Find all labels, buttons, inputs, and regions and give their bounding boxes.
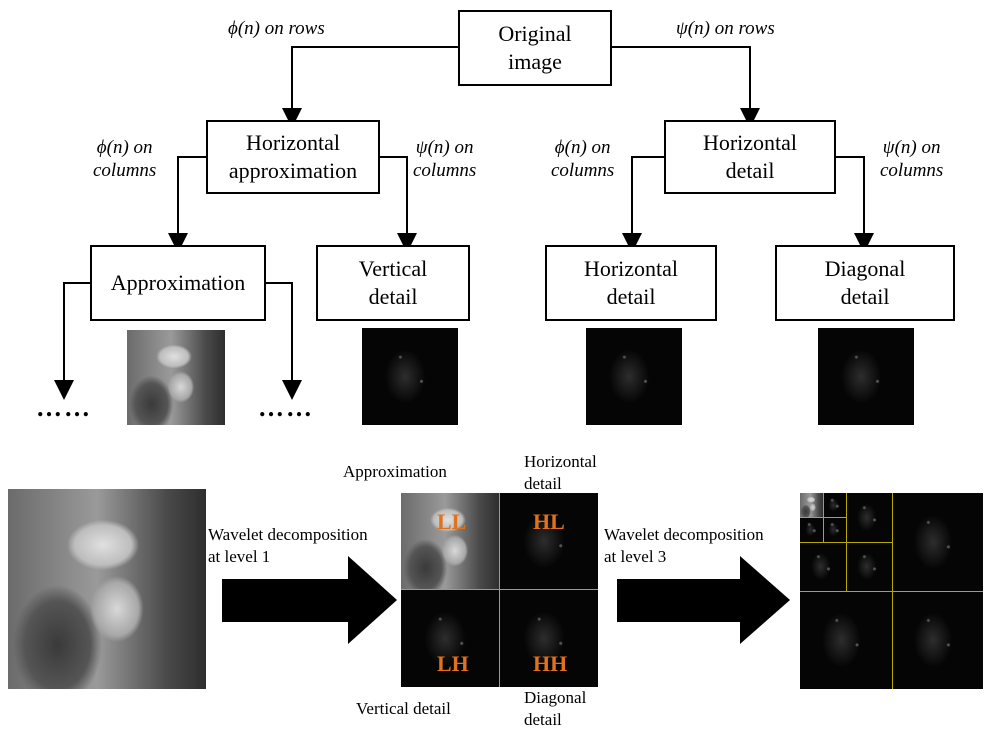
ll-quadrant	[401, 493, 499, 589]
psi-columns-left-label: ψ(n) on columns	[413, 137, 477, 181]
level1-decomposition: LL HL LH HH	[401, 493, 598, 687]
l3-lh1	[800, 591, 892, 689]
edge-approx-left	[54, 282, 90, 400]
phi-rows-label: ϕ(n) on rows	[228, 18, 325, 39]
l3-hl3	[823, 493, 846, 517]
horizontal-detail-leaf-label: Horizontal detail	[583, 256, 679, 309]
grid-line-horizontal	[401, 589, 598, 590]
approximation-box: Approximation	[90, 245, 266, 321]
hh-quadrant	[500, 590, 598, 687]
phi-columns-right-label: ϕ(n) on columns	[551, 137, 615, 181]
ellipsis-right: ……	[258, 393, 314, 422]
l3-grid-h3	[800, 517, 846, 518]
vertical-detail-caption: Vertical detail	[356, 699, 451, 718]
original-image-box: Original image	[458, 10, 612, 86]
horizontal-detail-label-top: Horizontal detail	[702, 130, 798, 183]
grid-line-vertical	[499, 493, 500, 687]
edge-happrox-right	[380, 156, 417, 253]
ll-label: LL	[437, 509, 467, 534]
hl-quadrant	[500, 493, 598, 589]
l3-grid-h2	[800, 542, 892, 543]
edge-approx-right	[266, 282, 302, 400]
approximation-thumbnail	[127, 330, 225, 425]
l3-hh3	[823, 517, 846, 542]
l3-lh2	[800, 542, 846, 591]
big-arrow-level1	[222, 556, 397, 644]
phi-columns-left-label: ϕ(n) on columns	[93, 137, 157, 181]
l3-ll3	[800, 493, 823, 517]
edge-happrox-left	[168, 156, 206, 253]
level3-decomposition	[800, 493, 983, 689]
horizontal-approximation-label: Horizontal approximation	[228, 130, 358, 183]
approximation-label: Approximation	[110, 270, 246, 295]
original-image-label: Original image	[498, 21, 572, 74]
edge-hdetail-right	[836, 156, 874, 253]
diagonal-detail-caption: Diagonal detail	[524, 688, 587, 729]
l3-lh3	[800, 517, 823, 542]
ellipsis-left: ……	[36, 393, 92, 422]
vertical-detail-label: Vertical detail	[358, 256, 428, 309]
l3-hh2	[846, 542, 892, 591]
edge-root-left	[282, 46, 458, 128]
diagonal-detail-label: Diagonal detail	[824, 256, 906, 309]
edge-root-right	[612, 46, 760, 128]
horizontal-detail-box-top: Horizontal detail	[664, 120, 836, 194]
hl-label: HL	[533, 509, 565, 534]
l3-hl1	[892, 493, 983, 591]
lh-quadrant	[401, 590, 499, 687]
edge-hdetail-left	[622, 156, 664, 253]
lh-label: LH	[437, 651, 469, 676]
l3-hh1	[892, 591, 983, 689]
l3-grid-h1	[800, 591, 983, 592]
diagonal-detail-box: Diagonal detail	[775, 245, 955, 321]
arrow2-caption: Wavelet decomposition at level 3	[604, 525, 764, 566]
psi-rows-label: ψ(n) on rows	[676, 18, 775, 39]
horizontal-detail-caption: Horizontal detail	[524, 452, 597, 493]
horizontal-detail-thumbnail	[586, 328, 682, 425]
hh-label: HH	[533, 651, 568, 676]
big-arrow-level3	[617, 556, 790, 644]
horizontal-detail-leaf-box: Horizontal detail	[545, 245, 717, 321]
vertical-detail-box: Vertical detail	[316, 245, 470, 321]
horizontal-approximation-box: Horizontal approximation	[206, 120, 380, 194]
approximation-caption: Approximation	[343, 462, 447, 481]
diagonal-detail-thumbnail	[818, 328, 914, 425]
vertical-detail-thumbnail	[362, 328, 458, 425]
l3-hl2	[846, 493, 892, 542]
original-lena-image	[8, 489, 206, 689]
arrow1-caption: Wavelet decomposition at level 1	[208, 525, 368, 566]
psi-columns-right-label: ψ(n) on columns	[880, 137, 944, 181]
